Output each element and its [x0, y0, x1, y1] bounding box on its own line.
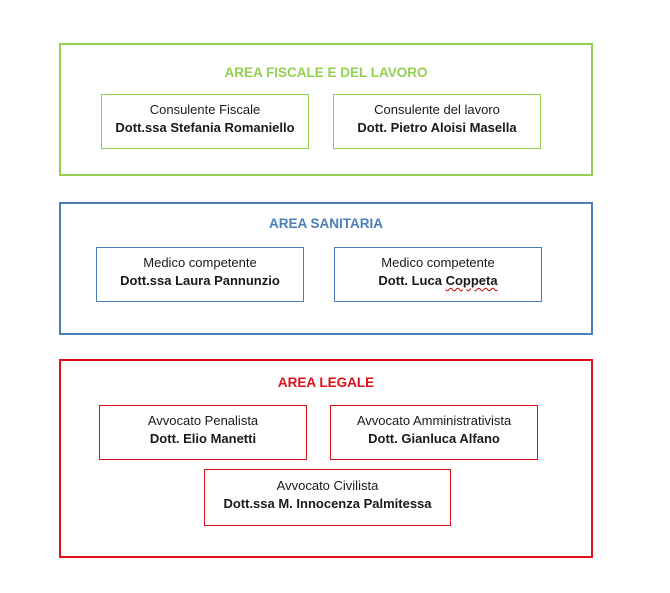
card-name: Dott. Pietro Aloisi Masella [357, 120, 517, 135]
card-role: Medico competente [381, 255, 495, 270]
card-avvocato-amministrativista: Avvocato Amministrativista Dott. Gianluc… [330, 405, 538, 460]
card-role: Avvocato Penalista [147, 413, 259, 428]
card-consulente-lavoro: Consulente del lavoro Dott. Pietro Alois… [333, 94, 541, 149]
card-consulente-fiscale: Consulente Fiscale Dott.ssa Stefania Rom… [101, 94, 309, 149]
card-role: Avvocato Amministrativista [356, 413, 512, 428]
area-sanitaria-title: AREA SANITARIA [269, 216, 383, 231]
area-legale-title: AREA LEGALE [277, 375, 375, 390]
card-avvocato-penalista: Avvocato Penalista Dott. Elio Manetti [99, 405, 307, 460]
card-name: Dott.ssa Laura Pannunzio [120, 273, 280, 288]
card-name: Dott. Luca Coppeta [335, 272, 541, 290]
card-name-prefix: Dott. Luca [378, 273, 446, 288]
card-role: Avvocato Civilista [276, 478, 379, 493]
card-avvocato-civilista: Avvocato Civilista Dott.ssa M. Innocenza… [204, 469, 451, 526]
card-name: Dott.ssa Stefania Romaniello [115, 120, 295, 135]
card-role: Medico competente [143, 255, 257, 270]
card-medico-competente-2: Medico competente Dott. Luca Coppeta [334, 247, 542, 302]
card-name-surname-spellcheck: Coppeta [445, 273, 498, 288]
area-sanitaria-box: AREA SANITARIA Medico competente Dott.ss… [59, 202, 593, 335]
card-medico-competente-1: Medico competente Dott.ssa Laura Pannunz… [96, 247, 304, 302]
area-fiscale-title: AREA FISCALE E DEL LAVORO [224, 65, 428, 80]
card-name: Dott. Elio Manetti [149, 431, 257, 446]
card-name: Dott.ssa M. Innocenza Palmitessa [223, 496, 432, 511]
card-name: Dott. Gianluca Alfano [368, 431, 500, 446]
card-role: Consulente Fiscale [149, 102, 261, 117]
card-role: Consulente del lavoro [374, 102, 500, 117]
area-legale-box: AREA LEGALE Avvocato Penalista Dott. Eli… [59, 359, 593, 558]
area-fiscale-box: AREA FISCALE E DEL LAVORO Consulente Fis… [59, 43, 593, 176]
